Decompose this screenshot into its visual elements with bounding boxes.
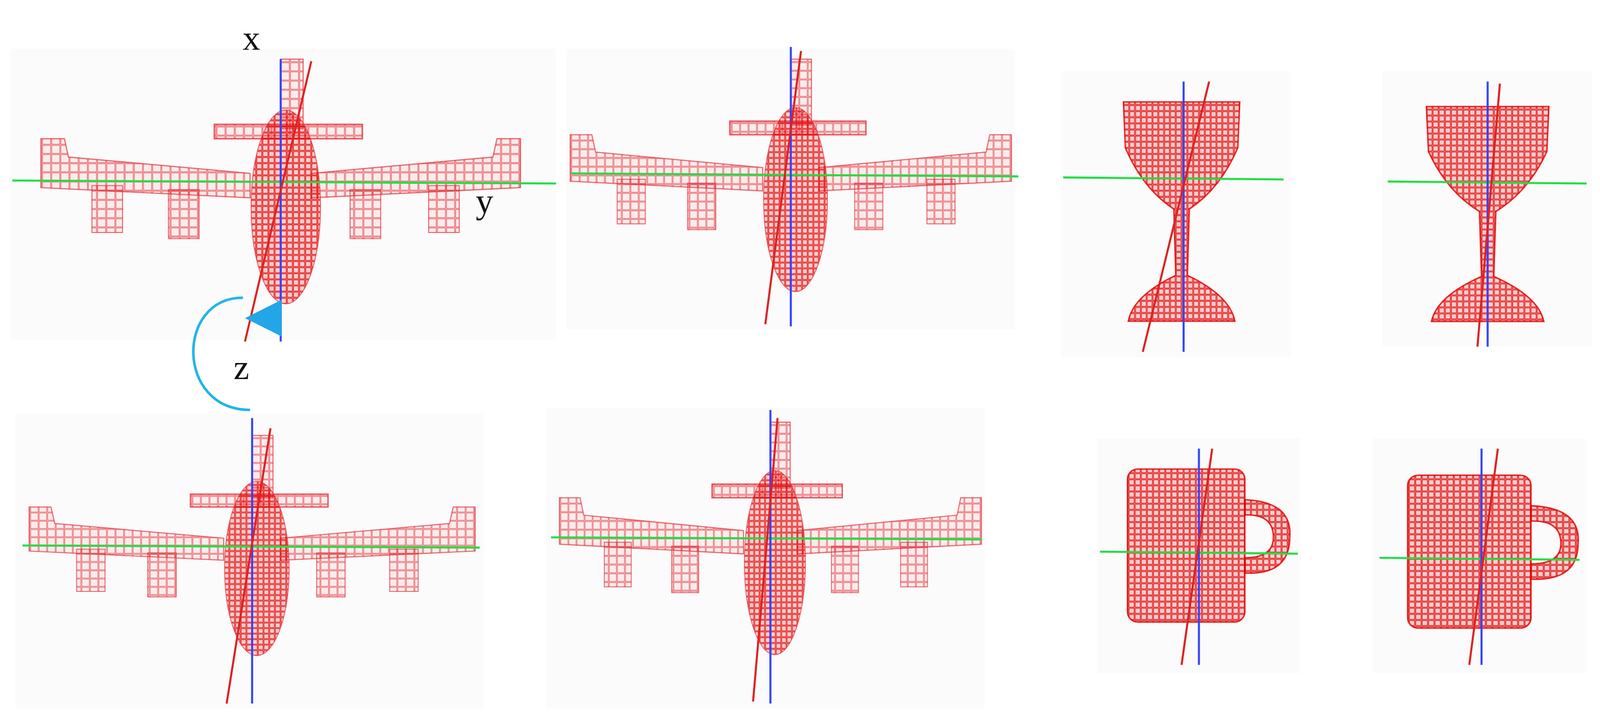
axis-label: z [233, 350, 250, 386]
axis-label: y [475, 183, 494, 220]
axis-label: x [242, 20, 261, 56]
